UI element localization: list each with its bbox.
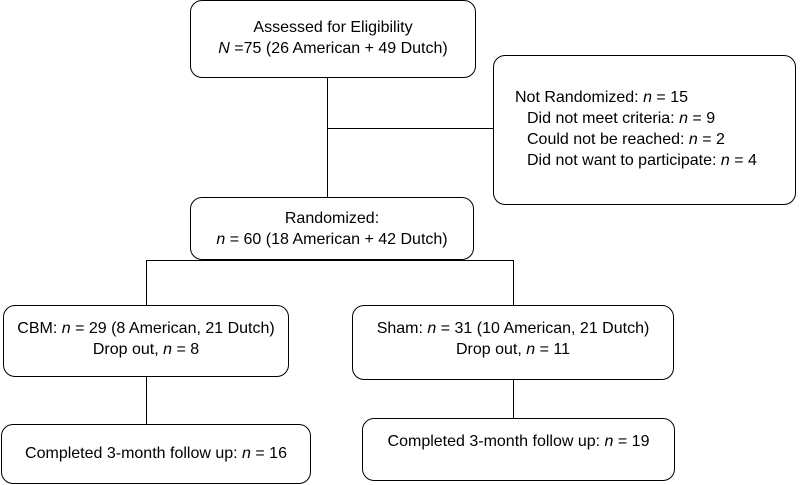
connector-eligibility-to-randomized: [327, 78, 328, 197]
eligibility-box: Assessed for Eligibility N =75 (26 Ameri…: [190, 0, 476, 78]
dropout-count: = 8: [172, 341, 200, 358]
dropout-label: Drop out,: [92, 341, 164, 358]
not-randomized-reason: Did not meet criteria: n = 9: [515, 108, 795, 129]
not-randomized-title-text: Not Randomized:: [515, 89, 644, 106]
n-symbol: n: [720, 152, 730, 169]
reason-label: Did not want to participate:: [527, 152, 721, 169]
not-randomized-reason: Did not want to participate: n = 4: [515, 150, 795, 171]
sham-followup-box: Completed 3-month follow up: n = 19: [362, 418, 675, 481]
followup-label: Completed 3-month follow up:: [387, 433, 605, 450]
reason-label: Could not be reached:: [527, 131, 689, 148]
n-symbol: n: [216, 231, 226, 248]
randomized-box: Randomized: n = 60 (18 American + 42 Dut…: [190, 197, 474, 260]
not-randomized-title: Not Randomized: n = 15: [515, 87, 795, 108]
connector-to-not-randomized: [327, 128, 493, 129]
n-symbol: n: [61, 320, 71, 337]
eligibility-title: Assessed for Eligibility: [253, 19, 413, 36]
cbm-count: CBM: n = 29 (8 American, 21 Dutch): [4, 318, 288, 339]
sham-dropout: Drop out, n = 11: [353, 339, 673, 360]
connector-branch-horizontal: [146, 260, 513, 261]
randomized-count-text: = 60 (18 American + 42 Dutch): [225, 231, 448, 248]
not-randomized-box: Not Randomized: n = 15 Did not meet crit…: [493, 55, 796, 205]
connector-to-cbm: [146, 260, 147, 305]
dropout-count: = 11: [535, 341, 570, 358]
cbm-count-text: = 29 (8 American, 21 Dutch): [70, 320, 275, 337]
n-symbol: n: [688, 131, 698, 148]
cbm-followup-box: Completed 3-month follow up: n = 16: [1, 424, 311, 484]
followup-count: = 19: [613, 433, 650, 450]
sham-count: Sham: n = 31 (10 American, 21 Dutch): [353, 318, 673, 339]
sham-followup-count: Completed 3-month follow up: n = 19: [363, 431, 674, 452]
not-randomized-count: = 15: [651, 89, 688, 106]
n-symbol: n: [679, 110, 688, 127]
sham-count-text: = 31 (10 American, 21 Dutch): [436, 320, 650, 337]
reason-count: = 4: [729, 152, 757, 169]
followup-count: = 16: [250, 445, 287, 462]
eligibility-count: N =75 (26 American + 49 Dutch): [191, 38, 475, 59]
n-symbol: n: [526, 341, 536, 358]
reason-count: = 2: [697, 131, 725, 148]
connector-sham-to-followup: [513, 380, 514, 418]
reason-count: = 9: [687, 110, 716, 127]
n-symbol: n: [163, 341, 173, 358]
reason-label: Did not meet criteria:: [527, 110, 680, 127]
eligibility-count-text: =75 (26 American + 49 Dutch): [229, 40, 448, 57]
n-symbol: n: [242, 445, 251, 462]
connector-cbm-to-followup: [146, 377, 147, 424]
cbm-box: CBM: n = 29 (8 American, 21 Dutch) Drop …: [3, 305, 289, 377]
cbm-label: CBM:: [17, 320, 62, 337]
followup-label: Completed 3-month follow up:: [25, 445, 243, 462]
cbm-followup-count: Completed 3-month follow up: n = 16: [2, 443, 310, 464]
cbm-dropout: Drop out, n = 8: [4, 339, 288, 360]
sham-label: Sham:: [376, 320, 428, 337]
not-randomized-reason: Could not be reached: n = 2: [515, 129, 795, 150]
randomized-title: Randomized:: [284, 210, 380, 227]
n-symbol: N: [218, 40, 230, 57]
sham-box: Sham: n = 31 (10 American, 21 Dutch) Dro…: [352, 305, 674, 380]
randomized-count: n = 60 (18 American + 42 Dutch): [191, 229, 473, 250]
n-symbol: n: [427, 320, 437, 337]
connector-to-sham: [513, 260, 514, 305]
n-symbol: n: [604, 433, 614, 450]
n-symbol: n: [643, 89, 652, 106]
dropout-label: Drop out,: [455, 341, 527, 358]
